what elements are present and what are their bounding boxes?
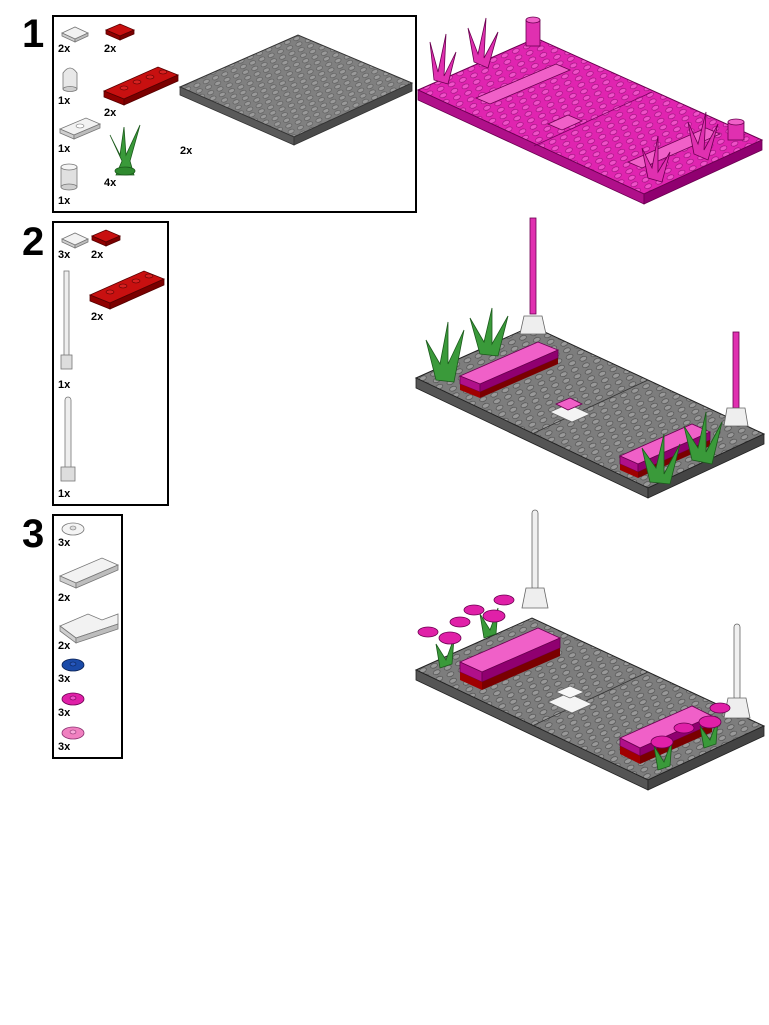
white-round-cone-icon (62, 67, 78, 92)
step-1-model (416, 16, 764, 205)
qty-label: 2x (58, 640, 71, 652)
qty-label: 3x (58, 537, 71, 549)
magenta-flower-icon (61, 692, 85, 706)
dark-red-plate-1x4-icon (102, 66, 180, 106)
step-number-1: 1 (22, 12, 45, 56)
qty-label: 2x (91, 311, 104, 323)
qty-label: 2x (104, 107, 117, 119)
white-antenna-short-icon (60, 396, 76, 482)
white-plate-2x2-icon (61, 232, 89, 249)
white-flower-icon (61, 522, 85, 536)
parts-callout-step-1: 2x 2x 1x 2x 1x 4x 1x (52, 15, 417, 213)
step-number-2: 2 (22, 220, 45, 264)
qty-label: 1x (58, 488, 71, 500)
green-plant-icon (109, 124, 141, 176)
step-2-model (414, 217, 766, 499)
blue-flower-icon (61, 658, 85, 672)
white-jumper-plate-1x2-icon (58, 117, 102, 140)
qty-label: 2x (180, 145, 193, 157)
qty-label: 3x (58, 673, 71, 685)
white-plate-2x2-icon (61, 26, 89, 43)
qty-label: 2x (104, 43, 117, 55)
qty-label: 2x (91, 249, 104, 261)
white-plate-corner-icon (59, 613, 119, 644)
dark-red-plate-1x1-icon (90, 229, 122, 247)
qty-label: 3x (58, 249, 71, 261)
qty-label: 1x (58, 379, 71, 391)
pink-flower-icon (61, 726, 85, 740)
parts-callout-step-3: 3x 2x 2x 3x 3x 3x (52, 514, 123, 759)
dark-red-plate-1x1-icon (104, 23, 136, 41)
gray-baseplate-icon (178, 34, 414, 146)
white-round-brick-icon (60, 163, 78, 191)
qty-label: 2x (58, 43, 71, 55)
qty-label: 3x (58, 707, 71, 719)
qty-label: 1x (58, 95, 71, 107)
parts-callout-step-2: 3x 2x 2x 1x 1x (52, 221, 169, 506)
step-number-3: 3 (22, 512, 45, 556)
qty-label: 1x (58, 195, 71, 207)
qty-label: 1x (58, 143, 71, 155)
qty-label: 3x (58, 741, 71, 753)
white-plate-1x4-icon (58, 557, 120, 589)
dark-red-plate-1x4-icon (88, 270, 166, 310)
step-3-model (414, 509, 766, 791)
qty-label: 4x (104, 177, 117, 189)
white-antenna-long-icon (60, 270, 73, 370)
qty-label: 2x (58, 592, 71, 604)
